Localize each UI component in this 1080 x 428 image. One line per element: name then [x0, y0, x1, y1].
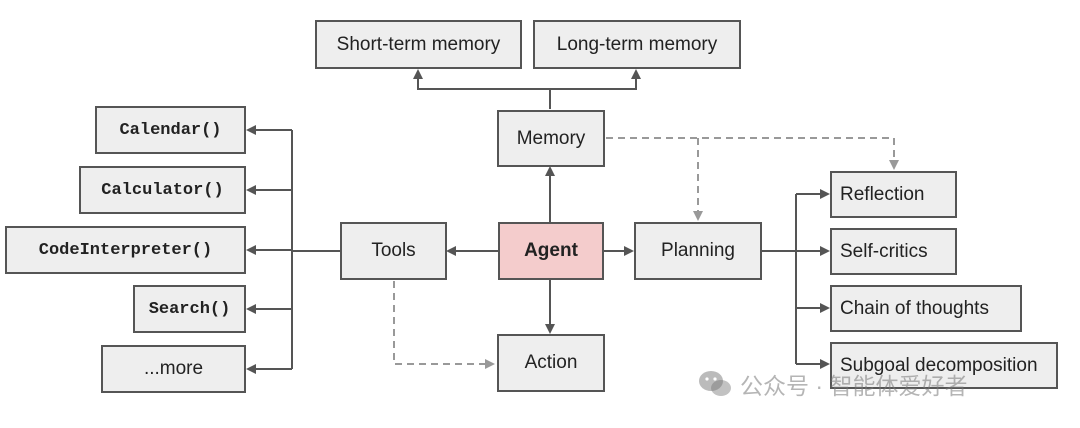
watermark-text: 公众号 · 智能体爱好者 [740, 373, 968, 399]
node-action: Action [497, 334, 605, 392]
tool-calculator: Calculator() [79, 166, 246, 214]
node-tools: Tools [340, 222, 447, 280]
dashed-tools-to-action [393, 281, 495, 369]
plan-self-critics: Self-critics [830, 228, 957, 275]
tool-code-interpreter: CodeInterpreter() [5, 226, 246, 274]
tool-calendar: Calendar() [95, 106, 246, 154]
tool-more: ...more [101, 345, 246, 393]
plan-subgoal-decomposition: Subgoal decomposition [830, 342, 1058, 389]
node-short-term-memory: Short-term memory [315, 20, 522, 69]
tool-search: Search() [133, 285, 246, 333]
watermark: 公众号 · 智能体爱好者 [698, 366, 967, 402]
plan-reflection: Reflection [830, 171, 957, 218]
edge-memory-to-long-term [550, 69, 641, 90]
plan-chain-of-thoughts: Chain of thoughts [830, 285, 1022, 332]
node-planning: Planning [634, 222, 762, 280]
wechat-icon [699, 371, 731, 396]
node-agent: Agent [498, 222, 604, 280]
node-long-term-memory: Long-term memory [533, 20, 741, 69]
edge-memory-to-short-term [413, 69, 551, 109]
dashed-memory-to-reflection [606, 137, 899, 170]
node-memory: Memory [497, 110, 605, 167]
